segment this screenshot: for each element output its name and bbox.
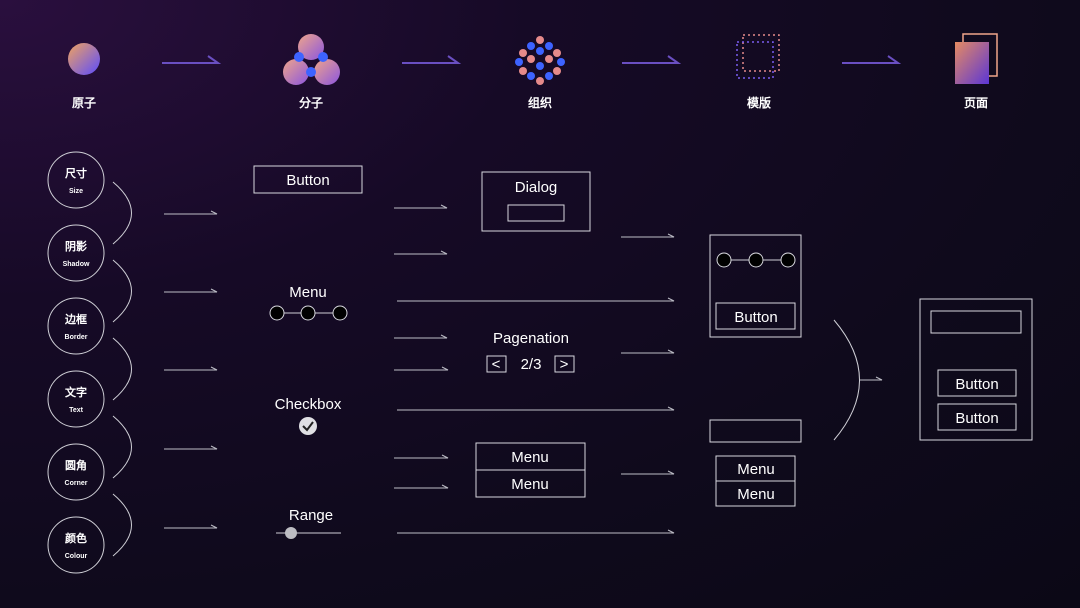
organism-menu: Menu Menu (475, 442, 586, 498)
stage-label-atom: 原子 (72, 96, 96, 110)
svg-text:Button: Button (286, 172, 329, 189)
stage-label-template: 模版 (747, 95, 771, 110)
pagination-prev: < (492, 356, 501, 373)
atom-circle-shadow: 阴影 Shadow (47, 224, 105, 282)
atom-circle-size: 尺寸 Size (47, 151, 105, 209)
atom-circle-colour: 颜色 Colour (47, 516, 105, 574)
atom-circle-text: 文字 Text (47, 370, 105, 428)
svg-text:尺寸: 尺寸 (65, 166, 87, 180)
organisms-to-templates-arrows (621, 233, 675, 475)
svg-text:Button: Button (955, 376, 998, 393)
svg-text:Menu: Menu (737, 461, 775, 478)
checkmark-icon (299, 417, 317, 435)
svg-text:Pagenation: Pagenation (493, 330, 569, 347)
svg-text:Border: Border (65, 334, 88, 341)
atom-circle-corner: 圆角 Corner (47, 443, 105, 501)
svg-text:Checkbox: Checkbox (275, 396, 342, 413)
templates-to-page-merge (833, 319, 883, 441)
flow-arrow-icon (402, 55, 462, 64)
svg-text:Menu: Menu (737, 486, 775, 503)
flow-arrow-icon (842, 55, 902, 64)
molecule-checkbox: Checkbox (275, 396, 342, 435)
svg-text:Range: Range (289, 507, 333, 524)
svg-text:阴影: 阴影 (65, 239, 87, 253)
atoms-to-molecules-arrows (164, 210, 218, 529)
svg-text:Button: Button (734, 309, 777, 326)
pagination-page: 2/3 (521, 356, 542, 373)
svg-text:Button: Button (955, 410, 998, 427)
flow-arrow-icon (162, 55, 222, 64)
range-thumb (285, 527, 297, 539)
atom-group-braces (112, 181, 132, 557)
pagination-next: > (560, 356, 569, 373)
svg-text:Size: Size (69, 188, 83, 195)
molecule-button: Button (253, 165, 363, 194)
svg-text:颜色: 颜色 (65, 531, 87, 545)
template-lower: Menu Menu (709, 419, 802, 507)
svg-text:边框: 边框 (64, 312, 87, 326)
molecule-menu: Menu (269, 284, 348, 321)
organism-icon (515, 36, 565, 85)
svg-text:Menu: Menu (511, 476, 549, 493)
stage-label-page: 页面 (964, 96, 988, 110)
template-upper: Button (709, 234, 802, 338)
molecules-to-organisms-arrows (394, 204, 675, 534)
organism-pagination: Pagenation < 2/3 > (486, 330, 575, 373)
svg-text:Colour: Colour (65, 553, 88, 560)
svg-text:Text: Text (69, 407, 84, 414)
svg-text:Corner: Corner (65, 480, 88, 487)
molecule-icon (283, 34, 340, 85)
template-icon (736, 34, 780, 79)
svg-text:圆角: 圆角 (65, 458, 87, 472)
stage-label-organism: 组织 (528, 95, 552, 110)
stage-label-molecule: 分子 (299, 95, 323, 110)
flow-arrow-icon (622, 55, 682, 64)
molecule-range: Range (276, 507, 341, 539)
organism-dialog: Dialog (481, 171, 591, 232)
atom-icon (68, 43, 100, 75)
svg-text:Shadow: Shadow (63, 261, 90, 268)
page-layout: Button Button (919, 298, 1033, 441)
svg-text:文字: 文字 (65, 385, 87, 399)
svg-text:Dialog: Dialog (515, 179, 558, 196)
svg-text:Menu: Menu (289, 284, 327, 301)
page-icon (955, 33, 998, 84)
svg-text:Menu: Menu (511, 449, 549, 466)
atom-circle-border: 边框 Border (47, 297, 105, 355)
